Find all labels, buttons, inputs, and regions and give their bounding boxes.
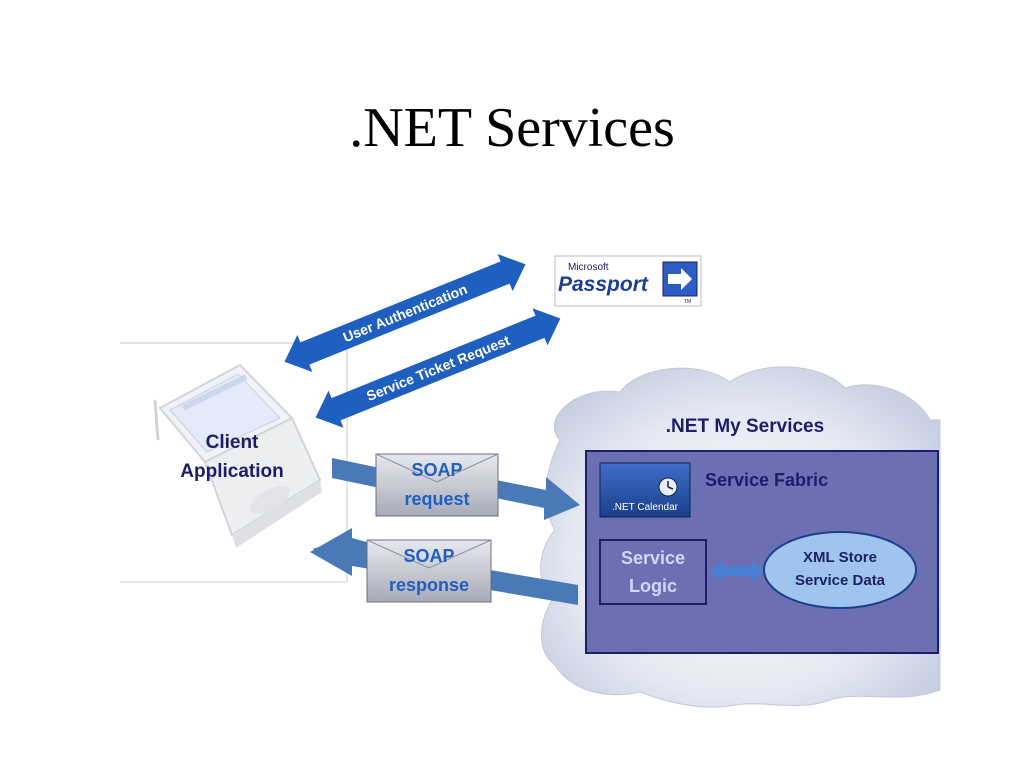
logic-store-arrow (709, 561, 765, 581)
soap-request-line2: request (404, 489, 469, 509)
passport-trademark: TM (684, 299, 691, 305)
client-label-line1: Client (206, 432, 259, 453)
passport-brand-small: Microsoft (568, 262, 609, 273)
soap-response-envelope: SOAP response (366, 539, 492, 603)
laptop-icon (153, 363, 322, 548)
service-logic-box: Service Logic (599, 539, 707, 605)
net-calendar-tile: .NET Calendar (599, 462, 691, 518)
soap-request-arrow (332, 458, 580, 520)
slide-title: .NET Services (349, 97, 675, 159)
my-services-title: .NET My Services (666, 416, 824, 437)
soap-response-arrow (310, 528, 578, 605)
xml-store-line2: Service Data (795, 572, 886, 589)
service-logic-line1: Service (621, 548, 685, 568)
soap-request-envelope: SOAP request (375, 453, 499, 517)
xml-store-ellipse: XML Store Service Data (763, 531, 917, 609)
client-label-line2: Application (180, 461, 283, 482)
soap-request-line1: SOAP (411, 460, 462, 480)
soap-response-line1: SOAP (403, 546, 454, 566)
net-calendar-label: .NET Calendar (612, 502, 679, 513)
user-authentication-arrow: User Authentication (284, 253, 526, 373)
user-authentication-label: User Authentication (341, 281, 470, 345)
passport-arrow-icon (662, 261, 698, 297)
clock-icon (658, 477, 678, 497)
xml-store-line1: XML Store (803, 549, 877, 566)
service-fabric-label: Service Fabric (705, 470, 828, 490)
passport-logo: Microsoft Passport TM (554, 255, 702, 307)
service-logic-line2: Logic (629, 576, 677, 596)
service-ticket-label: Service Ticket Request (364, 332, 512, 404)
soap-response-line2: response (389, 575, 469, 595)
passport-brand-main: Passport (558, 273, 649, 296)
